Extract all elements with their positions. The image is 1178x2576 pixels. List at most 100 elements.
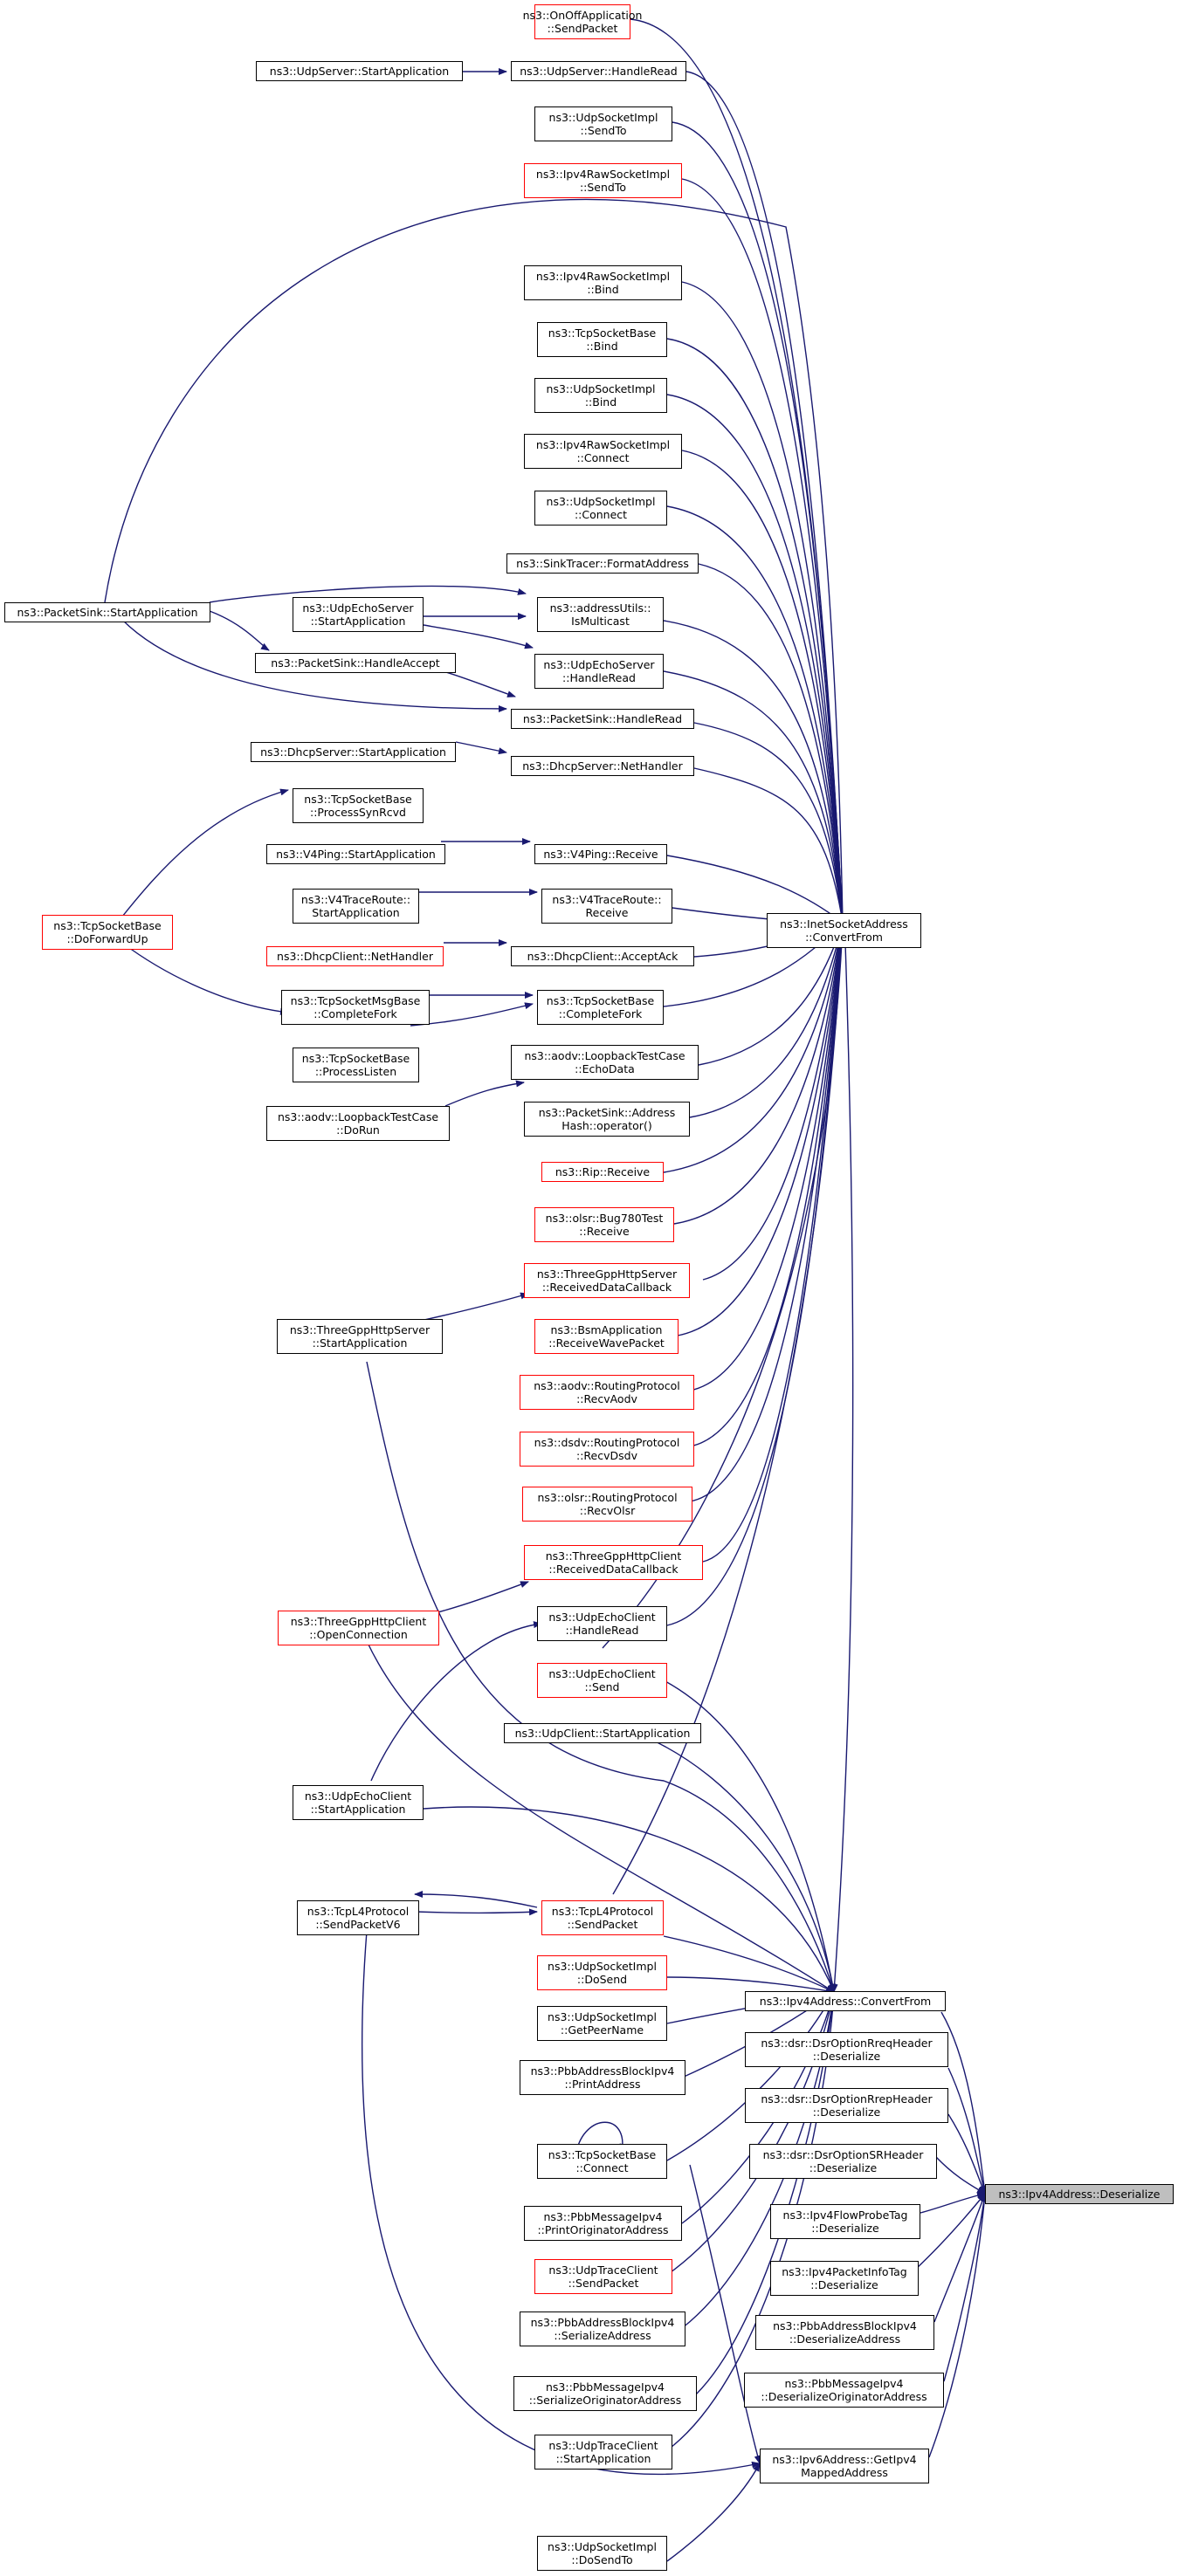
node-packetsink-handleread[interactable]: ns3::PacketSink::HandleRead (511, 709, 694, 729)
edge (663, 1935, 835, 1993)
node-ipv4packetinfotag-deserialize[interactable]: ns3::Ipv4PacketInfoTag ::Deserialize (770, 2261, 919, 2296)
node-dhcpserver-nethandler[interactable]: ns3::DhcpServer::NetHandler (511, 756, 694, 776)
edge (666, 394, 846, 924)
node-dsr-dsroptionsrheader-deserialize[interactable]: ns3::dsr::DsrOptionSRHeader ::Deserializ… (749, 2144, 937, 2179)
node-tcpsocketmsgbase-completefork[interactable]: ns3::TcpSocketMsgBase ::CompleteFork (281, 990, 430, 1025)
node-udpsocketimpl-dosendto[interactable]: ns3::UdpSocketImpl ::DoSendTo (537, 2536, 667, 2571)
node-dhcpclient-acceptack[interactable]: ns3::DhcpClient::AcceptAck (511, 946, 694, 966)
node-udpsocketimpl-getpeername[interactable]: ns3::UdpSocketImpl ::GetPeerName (537, 2006, 667, 2041)
node-udpechoclient-send[interactable]: ns3::UdpEchoClient ::Send (537, 1663, 667, 1698)
node-udptraceclient-sendpacket[interactable]: ns3::UdpTraceClient ::SendPacket (534, 2259, 672, 2294)
node-udpsocketimpl-dosend[interactable]: ns3::UdpSocketImpl ::DoSend (537, 1955, 667, 1990)
node-udpsocketimpl-sendto[interactable]: ns3::UdpSocketImpl ::SendTo (534, 106, 672, 141)
node-ipv4rawsocketimpl-sendto[interactable]: ns3::Ipv4RawSocketImpl ::SendTo (524, 163, 682, 198)
edge (689, 922, 844, 1118)
node-pbbaddressblockipv4-serializeaddress[interactable]: ns3::PbbAddressBlockIpv4 ::SerializeAddr… (520, 2312, 685, 2346)
node-v4ping-receive[interactable]: ns3::V4Ping::Receive (534, 844, 667, 864)
node-v4ping-startapplication[interactable]: ns3::V4Ping::StartApplication (266, 844, 445, 864)
node-ipv4address-convertfrom[interactable]: ns3::Ipv4Address::ConvertFrom (745, 1991, 946, 2011)
node-udpechoclient-handleread[interactable]: ns3::UdpEchoClient ::HandleRead (537, 1606, 667, 1641)
edge (423, 624, 534, 649)
edge (920, 2192, 986, 2214)
node-threegpphttpclient-receiveddatacallback[interactable]: ns3::ThreeGppHttpClient ::ReceivedDataCa… (524, 1545, 703, 1580)
node-udpechoserver-handleread[interactable]: ns3::UdpEchoServer ::HandleRead (534, 654, 664, 689)
edge (689, 922, 846, 1447)
node-packetsink-startapplication[interactable]: ns3::PacketSink::StartApplication (4, 602, 210, 622)
node-threegpphttpclient-openconnection[interactable]: ns3::ThreeGppHttpClient ::OpenConnection (278, 1611, 439, 1645)
edge (427, 1581, 529, 1616)
node-ipv4rawsocketimpl-bind[interactable]: ns3::Ipv4RawSocketImpl ::Bind (524, 265, 682, 300)
node-pbbmessageipv4-serializeoriginatoraddress[interactable]: ns3::PbbMessageIpv4 ::SerializeOriginato… (513, 2376, 697, 2411)
edge (943, 2193, 988, 2382)
node-udpsocketimpl-bind[interactable]: ns3::UdpSocketImpl ::Bind (534, 378, 667, 413)
node-dsdv-routingprotocol-recvdsdv[interactable]: ns3::dsdv::RoutingProtocol ::RecvDsdv (520, 1432, 694, 1467)
node-dhcpclient-nethandler[interactable]: ns3::DhcpClient::NetHandler (266, 946, 444, 966)
edge (666, 2463, 761, 2562)
node-ipv4flowprobetag-deserialize[interactable]: ns3::Ipv4FlowProbeTag ::Deserialize (770, 2204, 920, 2239)
node-olsr-bug780test-receive[interactable]: ns3::olsr::Bug780Test ::Receive (534, 1207, 674, 1242)
node-udpserver-startapplication[interactable]: ns3::UdpServer::StartApplication (256, 61, 463, 81)
node-dsr-dsroptionrrepheader-deserialize[interactable]: ns3::dsr::DsrOptionRrepHeader ::Deserial… (745, 2088, 948, 2123)
node-onoffapplication-sendpacket[interactable]: ns3::OnOffApplication ::SendPacket (523, 4, 642, 39)
edge (681, 450, 846, 924)
edge (830, 942, 854, 1993)
node-pbbaddressblockipv4-deserializeaddress[interactable]: ns3::PbbAddressBlockIpv4 ::DeserializeAd… (755, 2315, 934, 2350)
node-tcpsocketbase-completefork[interactable]: ns3::TcpSocketBase ::CompleteFork (537, 990, 664, 1025)
edge (663, 670, 845, 924)
node-inetsocketaddress-convertfrom[interactable]: ns3::InetSocketAddress ::ConvertFrom (767, 913, 921, 948)
node-udpechoclient-startapplication[interactable]: ns3::UdpEchoClient ::StartApplication (293, 1785, 424, 1820)
edge (689, 922, 846, 1502)
node-tcpl4protocol-sendpacketv6[interactable]: ns3::TcpL4Protocol ::SendPacketV6 (297, 1900, 419, 1935)
edge (702, 922, 845, 1281)
node-rip-receive[interactable]: ns3::Rip::Receive (541, 1162, 664, 1182)
node-udpserver-handleread[interactable]: ns3::UdpServer::HandleRead (511, 61, 686, 81)
edge (414, 1908, 538, 1916)
node-threegpphttpserver-startapplication[interactable]: ns3::ThreeGppHttpServer ::StartApplicati… (277, 1319, 443, 1354)
node-udptraceclient-startapplication[interactable]: ns3::UdpTraceClient ::StartApplication (534, 2435, 672, 2470)
node-tcpsocketbase-doforwardup[interactable]: ns3::TcpSocketBase ::DoForwardUp (42, 915, 173, 950)
node-v4traceroute-receive[interactable]: ns3::V4TraceRoute:: Receive (541, 889, 672, 924)
node-tcpsocketbase-connect[interactable]: ns3::TcpSocketBase ::Connect (537, 2144, 667, 2179)
edge (414, 1891, 538, 1908)
edge (121, 619, 507, 712)
node-pbbaddressblockipv4-printaddress[interactable]: ns3::PbbAddressBlockIpv4 ::PrintAddress (520, 2060, 685, 2095)
node-pbbmessageipv4-deserializeoriginatoraddress[interactable]: ns3::PbbMessageIpv4 ::DeserializeOrigina… (744, 2373, 944, 2408)
edge (121, 788, 289, 917)
node-aodv-loopbacktestcase-dorun[interactable]: ns3::aodv::LoopbackTestCase ::DoRun (266, 1106, 450, 1141)
edge (914, 2193, 986, 2270)
node-bsmapplication-receivewavepacket[interactable]: ns3::BsmApplication ::ReceiveWavePacket (534, 1319, 679, 1354)
edge (933, 2193, 986, 2323)
node-dsr-dsroptionrreqheader-deserialize[interactable]: ns3::dsr::DsrOptionRreqHeader ::Deserial… (745, 2032, 948, 2067)
edge (666, 1991, 837, 2276)
node-aodv-routingprotocol-recvaodv[interactable]: ns3::aodv::RoutingProtocol ::RecvAodv (520, 1375, 694, 1410)
node-ipv4rawsocketimpl-connect[interactable]: ns3::Ipv4RawSocketImpl ::Connect (524, 434, 682, 469)
node-sinktracer-formataddress[interactable]: ns3::SinkTracer::FormatAddress (506, 553, 699, 574)
edge (666, 1976, 835, 1995)
node-threegpphttpserver-receiveddatacallback[interactable]: ns3::ThreeGppHttpServer ::ReceivedDataCa… (524, 1263, 690, 1298)
node-tcpl4protocol-sendpacket[interactable]: ns3::TcpL4Protocol ::SendPacket (541, 1900, 664, 1935)
node-pbbmessageipv4-printoriginatoraddress[interactable]: ns3::PbbMessageIpv4 ::PrintOriginatorAdd… (524, 2206, 682, 2241)
node-v4traceroute-startapplication[interactable]: ns3::V4TraceRoute:: StartApplication (293, 889, 419, 924)
node-addressutils-ismulticast[interactable]: ns3::addressUtils:: IsMulticast (537, 597, 664, 632)
node-tcpsocketbase-bind[interactable]: ns3::TcpSocketBase ::Bind (537, 322, 667, 357)
edge (928, 2193, 989, 2458)
node-olsr-routingprotocol-recvolsr[interactable]: ns3::olsr::RoutingProtocol ::RecvOlsr (522, 1487, 692, 1522)
node-udpclient-startapplication[interactable]: ns3::UdpClient::StartApplication (504, 1723, 701, 1743)
node-packetsink-addresshash[interactable]: ns3::PacketSink::Address Hash::operator(… (524, 1102, 690, 1137)
node-dhcpserver-startapplication[interactable]: ns3::DhcpServer::StartApplication (251, 742, 456, 762)
edge (444, 1080, 525, 1107)
node-ipv4address-deserialize: ns3::Ipv4Address::Deserialize (985, 2184, 1174, 2204)
node-aodv-loopbacktestcase-echodata[interactable]: ns3::aodv::LoopbackTestCase ::EchoData (511, 1045, 699, 1080)
edge (645, 1736, 837, 1993)
edge (121, 942, 289, 1015)
node-tcpsocketbase-processsynrcvd[interactable]: ns3::TcpSocketBase ::ProcessSynRcvd (293, 788, 424, 823)
node-packetsink-handleaccept[interactable]: ns3::PacketSink::HandleAccept (255, 653, 456, 673)
edge (672, 121, 846, 924)
edge (693, 767, 845, 924)
node-ipv6address-getipv4mappedaddress[interactable]: ns3::Ipv6Address::GetIpv4 MappedAddress (760, 2449, 929, 2483)
node-tcpsocketbase-processlisten[interactable]: ns3::TcpSocketBase ::ProcessListen (293, 1048, 419, 1082)
edge (630, 18, 846, 924)
node-udpsocketimpl-connect[interactable]: ns3::UdpSocketImpl ::Connect (534, 491, 667, 526)
node-udpechoserver-startapplication[interactable]: ns3::UdpEchoServer ::StartApplication (293, 597, 424, 632)
